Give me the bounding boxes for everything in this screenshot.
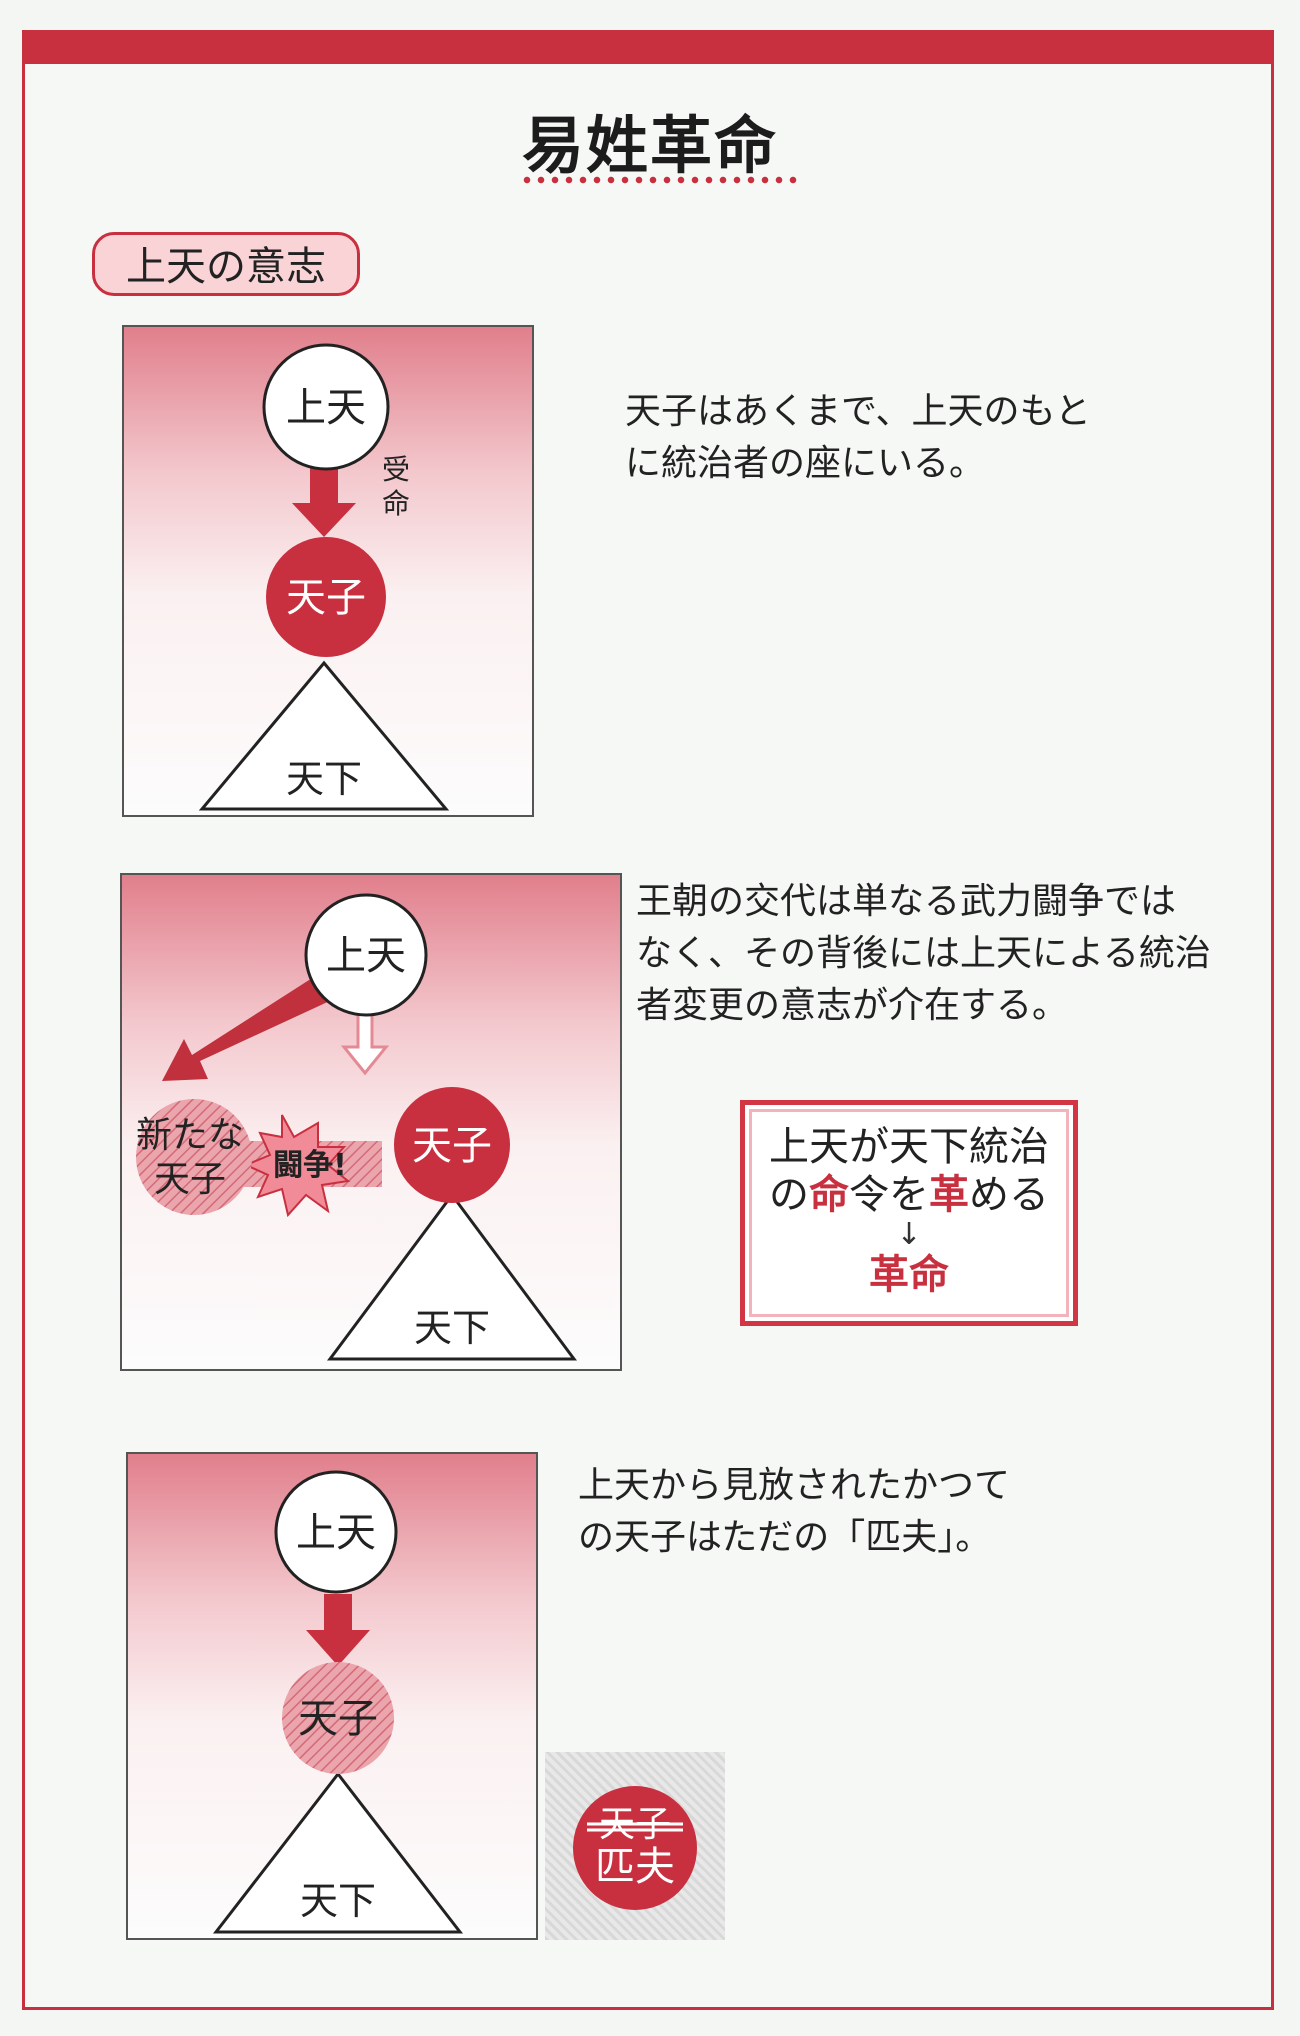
receive-label-2: 命 bbox=[382, 487, 410, 520]
panel-3-diagram: 天下 上天 天子 bbox=[212, 1470, 464, 1934]
section-badge: 上天の意志 bbox=[92, 232, 360, 296]
heaven-label: 上天 bbox=[296, 1510, 376, 1556]
son-circle bbox=[266, 537, 386, 657]
revolution-line-2: の命令を革める bbox=[745, 1171, 1073, 1219]
diagram-panel-2: 天下 闘争! 新たな 天子 上天 天子 bbox=[120, 873, 622, 1371]
new-son-label-1: 新たな bbox=[136, 1115, 244, 1156]
diagram-panel-1: 天下 上天 受 命 天子 bbox=[122, 325, 534, 817]
panel-2-diagram: 天下 闘争! 新たな 天子 上天 天子 bbox=[136, 893, 577, 1361]
realm-triangle bbox=[212, 1771, 464, 1934]
revolution-highlight-kaku: 革 bbox=[929, 1172, 969, 1218]
title-underline bbox=[520, 176, 800, 184]
receive-arrow-shaft bbox=[310, 467, 338, 505]
heaven-circle bbox=[274, 1470, 398, 1594]
top-bar bbox=[22, 30, 1274, 64]
commoner-badge-graphic: 天子 匹夫 bbox=[573, 1786, 697, 1910]
struggle-burst bbox=[243, 1114, 351, 1218]
heaven-circle bbox=[304, 893, 428, 1017]
heaven-circle bbox=[262, 343, 390, 471]
new-son-circle bbox=[136, 1099, 252, 1215]
revolution-line-1: 上天が天下統治 bbox=[769, 1124, 1049, 1170]
diagram-panel-3: 天下 上天 天子 bbox=[126, 1452, 538, 1940]
heaven-label: 上天 bbox=[286, 385, 366, 431]
son-label: 天子 bbox=[286, 575, 366, 621]
revolution-line-2e: める bbox=[969, 1172, 1049, 1218]
realm-label: 天下 bbox=[414, 1306, 490, 1350]
son-label: 天子 bbox=[298, 1696, 378, 1742]
son-label: 天子 bbox=[412, 1123, 492, 1169]
receive-arrow-head bbox=[292, 503, 356, 537]
new-son-label-2: 天子 bbox=[154, 1159, 226, 1200]
revolution-line-2a: の bbox=[769, 1172, 809, 1218]
page-title: 易姓革命 bbox=[521, 109, 778, 182]
commoner-badge: 天子 匹夫 bbox=[545, 1752, 725, 1940]
realm-triangle bbox=[327, 1192, 577, 1361]
description-2: 王朝の交代は単なる武力闘争では なく、その背後には上天による統治 者変更の意志が… bbox=[636, 881, 1211, 1026]
commoner-label: 匹夫 bbox=[595, 1844, 675, 1890]
realm-triangle bbox=[198, 660, 450, 811]
heaven-label: 上天 bbox=[326, 933, 406, 979]
son-circle bbox=[282, 1662, 394, 1774]
revolution-highlight-mei: 命 bbox=[809, 1172, 849, 1218]
revolution-line-2c: 令を bbox=[849, 1172, 929, 1218]
revolution-definition-box: 上天が天下統治 の命令を革める ↓ 革命 bbox=[740, 1100, 1078, 1326]
panel-1-diagram: 天下 上天 受 命 天子 bbox=[198, 343, 450, 811]
realm-label: 天下 bbox=[286, 757, 362, 801]
struggle-label: 闘争! bbox=[273, 1148, 347, 1183]
mandate-transfer-arrow bbox=[162, 973, 334, 1081]
revolution-arrow: ↓ bbox=[896, 1217, 922, 1252]
description-1: 天子はあくまで、上天のもと に統治者の座にいる。 bbox=[625, 391, 1091, 484]
mandate-arrow-shaft bbox=[324, 1594, 352, 1634]
receive-label-1: 受 bbox=[382, 453, 410, 486]
realm-label: 天下 bbox=[300, 1879, 376, 1923]
commoner-circle bbox=[573, 1786, 697, 1910]
description-3: 上天から見放されたかつて の天子はただの「匹夫」。 bbox=[578, 1465, 1011, 1558]
fading-mandate-arrow bbox=[340, 1011, 390, 1076]
son-circle bbox=[394, 1087, 510, 1203]
mandate-arrow-head bbox=[306, 1630, 370, 1666]
revolution-result: 革命 bbox=[869, 1252, 949, 1298]
